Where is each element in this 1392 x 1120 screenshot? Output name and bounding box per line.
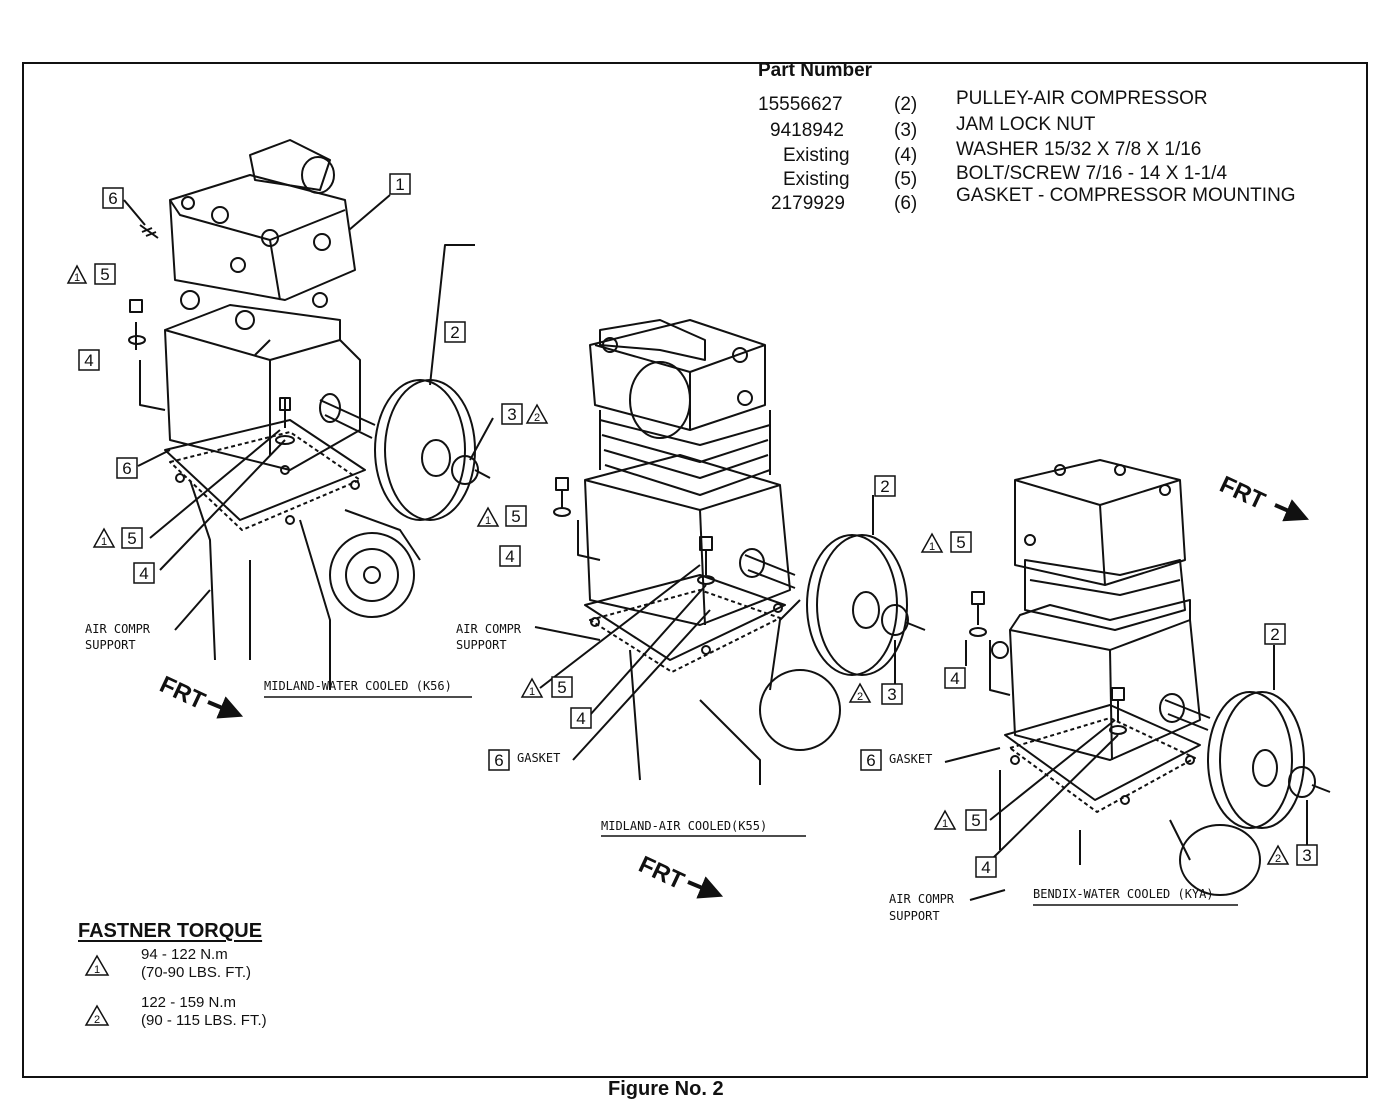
part-ref: (5)	[894, 169, 918, 190]
torque-value-1-imperial: (70-90 LBS. FT.)	[141, 964, 252, 981]
torque-mark-1: 1	[101, 536, 107, 548]
callout-5: 5	[971, 811, 980, 830]
callout-5: 5	[127, 529, 136, 548]
callouts-k56: 6 1 1 5 4 2 3 2 6 1 5 4	[66, 173, 549, 584]
torque-mark-1: 1	[942, 818, 948, 830]
part-description: PULLEY-AIR COMPRESSOR	[956, 88, 1208, 109]
air-compr-support-label: SUPPORT	[456, 638, 507, 652]
part-description: GASKET - COMPRESSOR MOUNTING	[956, 185, 1296, 206]
compressor-k55	[534, 319, 926, 899]
callout-6: 6	[108, 189, 117, 208]
callout-2: 2	[880, 477, 889, 496]
callout-2: 2	[450, 323, 459, 342]
callout-6: 6	[494, 751, 503, 770]
part-number: Existing	[783, 145, 850, 166]
torque-legend-mark-2-number: 2	[94, 1014, 100, 1026]
callout-4: 4	[84, 351, 93, 370]
callout-4: 4	[505, 547, 514, 566]
callout-5: 5	[557, 678, 566, 697]
torque-mark-1: 1	[74, 272, 80, 284]
part-description: WASHER 15/32 X 7/8 X 1/16	[956, 139, 1202, 160]
callout-4: 4	[576, 709, 585, 728]
caption-kya: BENDIX-WATER COOLED (KYA)	[1033, 887, 1214, 901]
part-ref: (6)	[894, 193, 918, 214]
callout-6: 6	[122, 459, 131, 478]
air-compr-support-label: SUPPORT	[889, 909, 940, 923]
torque-legend-mark-2	[84, 1004, 110, 1026]
compressor-kya	[944, 459, 1331, 901]
callout-4: 4	[950, 669, 959, 688]
callout-4: 4	[981, 858, 990, 877]
torque-mark-1: 1	[529, 686, 535, 698]
compressor-k56	[123, 139, 494, 719]
part-ref: (3)	[894, 120, 918, 141]
torque-mark-2: 2	[857, 691, 863, 703]
frt-label: FRT	[155, 671, 209, 715]
frt-label: FRT	[1215, 471, 1269, 515]
torque-legend-mark-1-number: 1	[94, 964, 100, 976]
callout-4: 4	[139, 564, 148, 583]
torque-mark-2: 2	[534, 412, 540, 424]
torque-value-1: 94 - 122 N.m	[141, 946, 228, 963]
caption-underlines	[264, 696, 1238, 906]
callouts-k55: 2 1 5 4 2 3 1 5 4 6	[476, 475, 903, 771]
air-compr-support-label: AIR COMPR	[85, 622, 151, 636]
torque-value-2: 122 - 159 N.m	[141, 994, 237, 1011]
torque-legend-mark-1	[84, 954, 110, 976]
part-description: BOLT/SCREW 7/16 - 14 X 1-1/4	[956, 163, 1228, 184]
parts-heading: Part Number	[758, 60, 873, 81]
callout-6: 6	[866, 751, 875, 770]
gasket-label: GASKET	[517, 751, 560, 765]
callout-5: 5	[956, 533, 965, 552]
torque-mark-1: 1	[485, 515, 491, 527]
torque-mark-1: 1	[929, 541, 935, 553]
callout-3: 3	[887, 685, 896, 704]
part-number: Existing	[783, 169, 850, 190]
part-number: 9418942	[770, 120, 844, 141]
callout-5: 5	[511, 507, 520, 526]
callout-3: 3	[507, 405, 516, 424]
part-ref: (4)	[894, 145, 918, 166]
part-ref: (2)	[894, 94, 918, 115]
callout-3: 3	[1302, 846, 1311, 865]
callout-5: 5	[100, 265, 109, 284]
caption-k55: MIDLAND-AIR COOLED(K55)	[601, 819, 767, 833]
torque-mark-2: 2	[1275, 853, 1281, 865]
gasket-label: GASKET	[889, 752, 932, 766]
figure-caption: Figure No. 2	[608, 1078, 724, 1100]
callout-2: 2	[1270, 625, 1279, 644]
torque-heading: FASTNER TORQUE	[78, 920, 263, 942]
callout-1: 1	[395, 175, 404, 194]
part-number: 2179929	[771, 193, 845, 214]
air-compr-support-label: AIR COMPR	[889, 892, 955, 906]
caption-k56: MIDLAND-WATER COOLED (K56)	[264, 679, 452, 693]
drawing-labels: AIR COMPR SUPPORT AIR COMPR SUPPORT AIR …	[85, 622, 1214, 923]
part-description: JAM LOCK NUT	[956, 114, 1096, 135]
air-compr-support-label: AIR COMPR	[456, 622, 522, 636]
frt-label: FRT	[634, 851, 688, 895]
air-compr-support-label: SUPPORT	[85, 638, 136, 652]
callouts-kya: 1 5 2 4 6 1 5 4 2 3	[860, 531, 1318, 878]
diagram-frame	[22, 62, 1368, 1078]
part-number: 15556627	[758, 94, 843, 115]
torque-value-2-imperial: (90 - 115 LBS. FT.)	[141, 1012, 267, 1029]
